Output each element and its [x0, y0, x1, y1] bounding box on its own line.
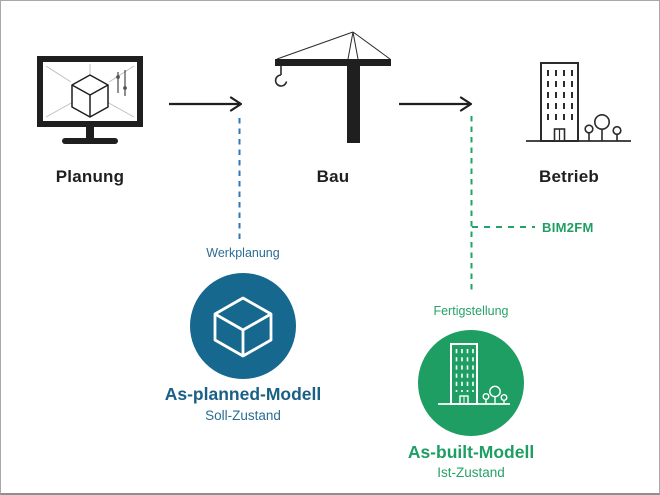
as-planned-title: As-planned-Modell — [164, 384, 322, 404]
fertigstellung-label: Fertigstellung — [433, 304, 509, 318]
cube-icon — [213, 296, 273, 358]
as-built-model-circle — [418, 330, 524, 436]
bim2fm-label: BIM2FM — [542, 220, 594, 235]
werkplanung-label: Werkplanung — [206, 246, 280, 260]
as-built-subtitle: Ist-Zustand — [437, 465, 505, 480]
phase-label-bau: Bau — [316, 167, 350, 186]
building-icon-white — [438, 343, 510, 405]
crane-icon — [274, 31, 391, 143]
as-planned-subtitle: Soll-Zustand — [205, 408, 281, 423]
arrow-right-icon-planung-bau — [169, 96, 243, 112]
as-planned-model-circle — [190, 273, 296, 379]
phase-label-planung: Planung — [55, 167, 125, 186]
arrow-right-icon-bau-betrieb — [399, 96, 473, 112]
phase-label-betrieb: Betrieb — [539, 167, 599, 186]
building-icon — [526, 62, 631, 142]
monitor-3d-model-icon — [37, 56, 143, 144]
as-built-title: As-built-Modell — [407, 442, 535, 462]
